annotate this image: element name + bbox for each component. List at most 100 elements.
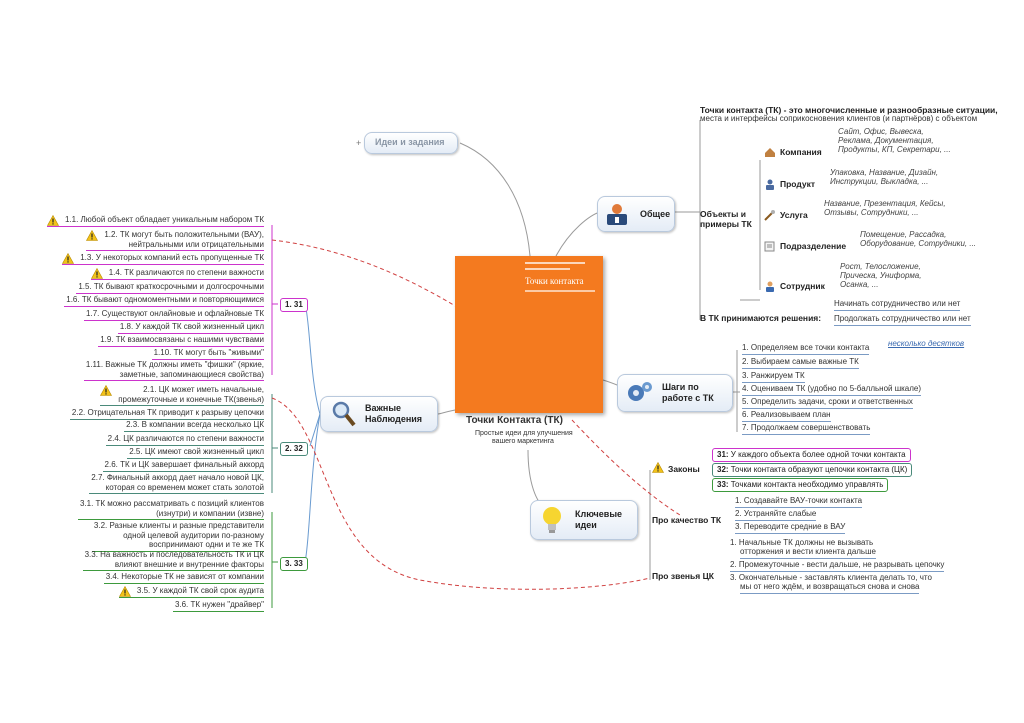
observation-item[interactable]: 2.6. ТК и ЦК завершает финальный аккорд xyxy=(102,460,264,472)
object-company[interactable]: Компания xyxy=(780,147,822,157)
object-product-line2: Инструкции, Выкладка, ... xyxy=(830,177,929,186)
step-3[interactable]: 3. Ранжируем ТК xyxy=(742,371,805,383)
object-employee-line1: Рост, Телосложение, xyxy=(840,262,921,271)
link-1-line1[interactable]: 1. Начальные ТК должны не вызывать xyxy=(730,538,874,547)
group-badge-31[interactable]: 1. 31 xyxy=(280,298,308,312)
observation-item[interactable]: 2.7. Финальный аккорд дает начало новой … xyxy=(89,473,264,494)
object-employee[interactable]: Сотрудник xyxy=(780,281,825,291)
law-32[interactable]: 32: Точки контакта образуют цепочки конт… xyxy=(712,463,913,477)
observation-text: одной целевой аудитории по-разному xyxy=(123,530,264,540)
observation-item[interactable]: 3.6. ТК нужен "драйвер" xyxy=(172,600,264,612)
observation-item[interactable]: 2.4. ЦК различаются по степени важности xyxy=(105,434,264,446)
observation-text: 1.3. У некоторых компаний есть пропущенн… xyxy=(80,253,264,262)
observation-item[interactable]: 1.3. У некоторых компаний есть пропущенн… xyxy=(62,252,264,267)
observation-text: 1.4. ТК различаются по степени важности xyxy=(108,268,264,277)
object-service[interactable]: Услуга xyxy=(780,210,808,220)
ideas-plus-icon[interactable]: + xyxy=(356,138,362,148)
observation-text: влияют внешние и внутренние факторы xyxy=(114,559,264,569)
observation-text: 3.5. У каждой ТК свой срок аудита xyxy=(136,586,264,595)
object-product[interactable]: Продукт xyxy=(780,179,816,189)
step-2[interactable]: 2. Выбираем самые важные ТК xyxy=(742,357,859,369)
step-4[interactable]: 4. Оцениваем ТК (удобно по 5-балльной шк… xyxy=(742,384,922,396)
step-6[interactable]: 6. Реализовываем план xyxy=(742,410,831,422)
general-definition-1: Точки контакта (ТК) - это многочисленные… xyxy=(700,105,998,115)
quality-1[interactable]: 1. Создавайте ВАУ-точки контакта xyxy=(735,496,863,508)
link-3-line2[interactable]: мы от него ждём, и возвращаться снова и … xyxy=(740,582,920,594)
observation-item[interactable]: 1.7. Существуют онлайновые и офлайновые … xyxy=(84,309,264,321)
object-service-line1: Название, Презентация, Кейсы, xyxy=(824,199,946,208)
observation-item[interactable]: 1.10. ТК могут быть "живыми" xyxy=(151,348,264,360)
decision-start[interactable]: Начинать сотрудничество или нет xyxy=(834,299,961,311)
observation-text: 2.1. ЦК может иметь начальные, xyxy=(143,385,264,394)
observation-item[interactable]: 2.1. ЦК может иметь начальные,промежуточ… xyxy=(100,384,264,406)
key-ideas-node[interactable]: Ключевые идеи xyxy=(530,500,638,540)
quality-2[interactable]: 2. Устраняйте слабые xyxy=(735,509,817,521)
observation-item[interactable]: 1.8. У каждой ТК свой жизненный цикл xyxy=(117,322,264,334)
observation-item[interactable]: 2.2. Отрицательная ТК приводит к разрыву… xyxy=(69,408,264,420)
observation-text: 1.10. ТК могут быть "живыми" xyxy=(153,348,264,357)
observation-item[interactable]: 1.2. ТК могут быть положительными (ВАУ),… xyxy=(86,229,264,251)
object-employee-line2: Прическа, Униформа, xyxy=(840,271,922,280)
link-3-line1[interactable]: 3. Окончательные - заставлять клиента де… xyxy=(730,573,932,582)
general-definition-2: места и интерфейсы соприкосновения клиен… xyxy=(700,114,978,123)
group-badge-33[interactable]: 3. 33 xyxy=(280,557,308,571)
observation-item[interactable]: 1.9. ТК взаимосвязаны с нашими чувствами xyxy=(98,335,264,347)
central-subtitle-2: вашего маркетинга xyxy=(492,438,554,445)
observation-text: нейтральными или отрицательными xyxy=(128,239,264,249)
observation-text: 3.3. На важность и последовательность ТК… xyxy=(84,550,264,559)
observation-item[interactable]: 3.1. ТК можно рассматривать с позиций кл… xyxy=(77,499,264,520)
observation-item[interactable]: 3.4. Некоторые ТК не зависят от компании xyxy=(103,572,264,584)
law-31[interactable]: 31: У каждого объекта более одной точки … xyxy=(712,448,911,462)
observation-item[interactable]: 1.6. ТК бывают одномоментными и повторяю… xyxy=(64,295,264,307)
warning-icon xyxy=(100,384,113,399)
warning-icon xyxy=(90,267,103,282)
law-33[interactable]: 33: Точками контакта необходимо управлят… xyxy=(712,478,889,492)
observation-item[interactable]: 3.5. У каждой ТК свой срок аудита xyxy=(118,585,264,600)
observations-label-2: Наблюдения xyxy=(365,414,423,424)
step-7[interactable]: 7. Продолжаем совершенствовать xyxy=(742,423,871,435)
observation-item[interactable]: 1.11. Важные ТК должны иметь "фишки" (яр… xyxy=(83,360,264,381)
observation-item[interactable]: 2.3. В компании всегда несколько ЦК xyxy=(124,420,264,432)
gears-icon xyxy=(626,379,654,409)
link-2[interactable]: 2. Промежуточные - вести дальше, не разр… xyxy=(730,560,945,572)
general-label: Общее xyxy=(640,209,671,219)
decision-continue[interactable]: Продолжать сотрудничество или нет xyxy=(834,314,971,326)
central-book-cover: Точки контакта xyxy=(455,256,603,413)
observation-text: 2.6. ТК и ЦК завершает финальный аккорд xyxy=(104,460,264,469)
steps-node[interactable]: Шаги по работе с ТК xyxy=(617,374,733,412)
laws-warning-icon xyxy=(652,462,664,473)
observation-text: 2.3. В компании всегда несколько ЦК xyxy=(126,420,264,429)
objects-label-2: примеры ТК xyxy=(700,219,752,229)
object-company-line3: Продукты, КП, Секретари, ... xyxy=(838,145,951,154)
object-department[interactable]: Подразделение xyxy=(780,241,847,251)
laws-label: Законы xyxy=(668,464,700,474)
tools-icon xyxy=(764,208,776,226)
group-badge-32[interactable]: 2. 32 xyxy=(280,442,308,456)
central-subtitle-1: Простые идеи для улучшения xyxy=(475,430,573,437)
observation-item[interactable]: 3.3. На важность и последовательность ТК… xyxy=(82,550,264,571)
central-title[interactable]: Точки Контакта (ТК) xyxy=(466,415,563,426)
observation-item[interactable]: 1.4. ТК различаются по степени важности xyxy=(90,267,264,282)
ideas-node[interactable]: Идеи и задания xyxy=(364,132,458,154)
magnifier-icon xyxy=(331,400,357,430)
step-1[interactable]: 1. Определяем все точки контакта xyxy=(742,343,870,355)
step-5[interactable]: 5. Определить задачи, сроки и ответствен… xyxy=(742,397,913,409)
warning-icon xyxy=(118,585,131,600)
observations-node[interactable]: Важные Наблюдения xyxy=(320,396,438,432)
quality-3[interactable]: 3. Переводите средние в ВАУ xyxy=(735,522,846,534)
object-service-line2: Отзывы, Сотрудники, ... xyxy=(824,208,919,217)
links-label: Про звенья ЦК xyxy=(652,571,714,581)
observation-item[interactable]: 1.5. ТК бывают краткосрочными и долгосро… xyxy=(76,282,264,294)
observation-text: 1.11. Важные ТК должны иметь "фишки" (яр… xyxy=(85,360,264,369)
object-employee-line3: Осанка, ... xyxy=(840,280,879,289)
lightbulb-icon xyxy=(541,505,563,537)
warning-icon xyxy=(86,229,99,244)
observation-item[interactable]: 2.5. ЦК имеют свой жизненный цикл xyxy=(127,447,264,459)
general-node[interactable]: Общее xyxy=(597,196,675,232)
observation-item[interactable]: 1.1. Любой объект обладает уникальным на… xyxy=(46,214,264,227)
observation-item[interactable]: 3.2. Разные клиенты и разные представите… xyxy=(91,521,264,552)
link-1-line2[interactable]: отторжения и вести клиента дальше xyxy=(740,547,876,559)
warning-icon xyxy=(62,252,75,267)
person-icon xyxy=(764,177,776,195)
